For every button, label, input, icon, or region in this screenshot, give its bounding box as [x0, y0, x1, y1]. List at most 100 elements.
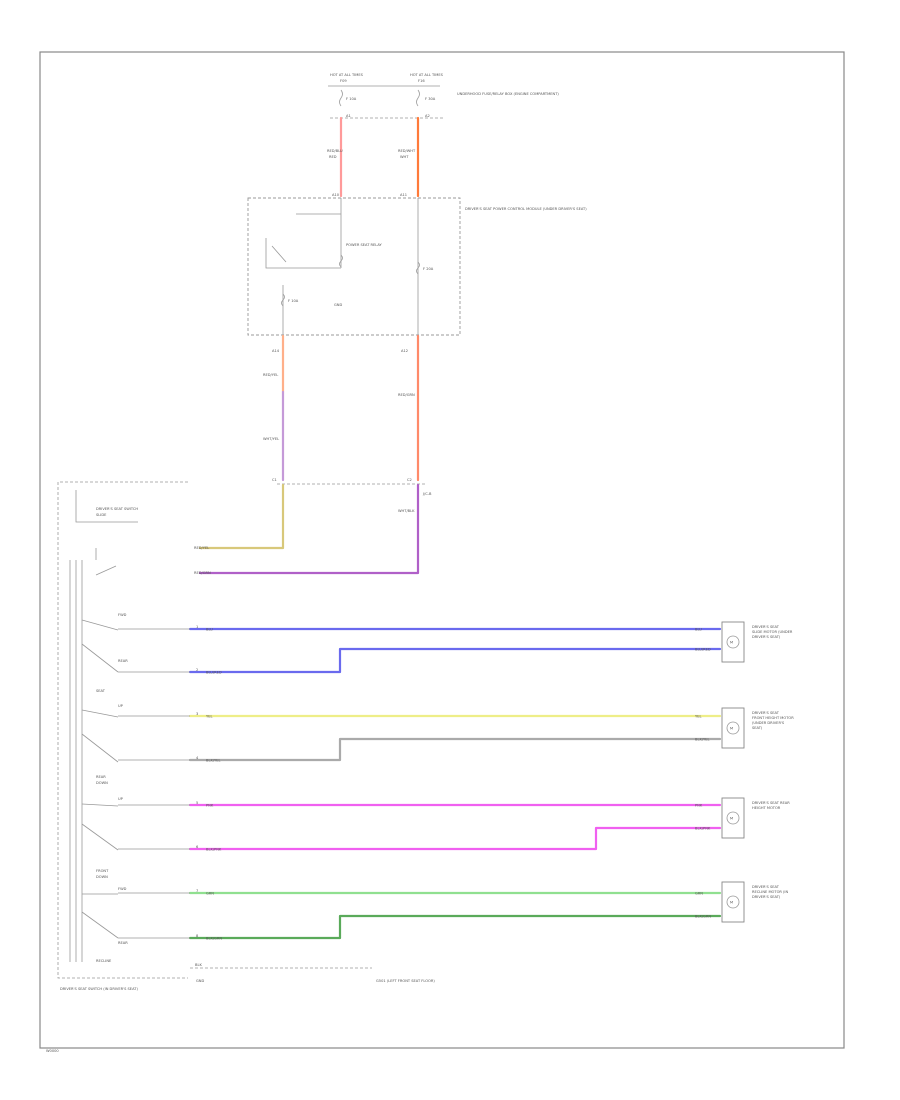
module-fuse-left: F 10A	[288, 299, 299, 303]
module-pin-top-right: A11	[400, 193, 407, 197]
switch-group-2: UP REAR DOWN	[81, 704, 124, 785]
motor-label-line: (UNDER DRIVER'S	[752, 721, 785, 725]
motor-symbol	[726, 721, 740, 735]
connector-b: C2	[407, 478, 412, 482]
motor-symbol	[726, 635, 740, 649]
g1-fwd: FWD	[118, 613, 127, 617]
wire-color-right: PNK	[695, 804, 703, 808]
motor-wire	[188, 914, 722, 940]
motor-pin: M	[730, 901, 733, 905]
wire-a-in-label: RED/YEL	[194, 546, 209, 550]
motor-box	[721, 707, 745, 749]
g4-rear: REAR	[118, 941, 128, 945]
motor-label-line: DRIVER'S SEAT	[752, 625, 780, 629]
wire-color-left: PNK	[206, 804, 214, 808]
wire-power-a-to-switch	[198, 483, 285, 550]
wire-color-left: BLK/YEL	[206, 759, 221, 763]
joint-label: J/C-B	[422, 492, 432, 496]
motor-wire	[188, 826, 722, 851]
wire-pin-left: 7	[196, 889, 198, 893]
motor-box	[721, 881, 745, 923]
fuse-b: HOT AT ALL TIMES F16 F 30A A2	[410, 73, 444, 118]
wire-color-right: BLK/GRN	[695, 915, 711, 919]
module-pin-bottom-right: A12	[401, 349, 408, 353]
g3-up: UP	[118, 797, 124, 801]
motor-label-line: DRIVER'S SEAT)	[752, 635, 781, 639]
motor-label-line: SEAT)	[752, 726, 763, 730]
fuse-a-symbol	[339, 89, 343, 107]
wire-color-left: BLU/RED	[206, 671, 222, 675]
fuse-a-title: HOT AT ALL TIMES	[330, 73, 364, 77]
wire-b-out: RED/GRN	[398, 393, 415, 397]
fuse-a-fuse: F 10A	[346, 97, 357, 101]
fuse-b-symbol	[416, 89, 420, 107]
motor-label-line: DRIVER'S SEAT	[752, 711, 780, 715]
wire-a-color-2: RED	[329, 155, 337, 159]
motor-pin: M	[730, 817, 733, 821]
module-fuse-right: F 20A	[423, 267, 434, 271]
motor-pin: M	[730, 641, 733, 645]
wire-color-right: BLK/PNK	[695, 827, 711, 831]
wire-pin-left: 4	[196, 756, 199, 760]
switch-group-1: FWD REAR SEAT	[81, 613, 128, 693]
wire-a-out: RED/YEL	[263, 373, 278, 377]
motor-label-line: HEIGHT MOTOR	[752, 806, 781, 810]
motor-wire	[188, 737, 722, 762]
fuse-b-fuse: F 30A	[425, 97, 436, 101]
switch-title: DRIVER'S SEAT SWITCH	[96, 507, 138, 511]
motor-label-line: SLIDE MOTOR (UNDER	[752, 630, 793, 634]
mode-a: SEAT	[96, 689, 106, 693]
wire-color-left: GRN	[206, 892, 214, 896]
fuse-b-title: HOT AT ALL TIMES	[410, 73, 444, 77]
footer-code: W0000	[46, 1049, 59, 1053]
ground-wire: BLK	[195, 963, 202, 967]
switch-gnd: GND	[196, 979, 204, 983]
fuse-b-pin: A2	[425, 114, 430, 118]
fuse-a-id: F09	[340, 79, 347, 83]
motor-label-line: DRIVER'S SEAT	[752, 885, 780, 889]
wire-color-left: BLU	[206, 628, 213, 632]
g1-rear: REAR	[118, 659, 128, 663]
wire-color-left: BLK/PNK	[206, 848, 222, 852]
motor-label-line: DRIVER'S SEAT)	[752, 895, 781, 899]
fuse-a: HOT AT ALL TIMES F09 F 10A A1	[328, 73, 440, 118]
module-pin-top-left: A10	[332, 193, 340, 197]
connector-a: C1	[272, 478, 277, 482]
mode-c: FRONT	[96, 869, 109, 873]
g4-fwd: FWD	[118, 887, 127, 891]
wire-power-b-to-switch	[198, 483, 420, 575]
wire-color-left: BLK/GRN	[206, 937, 222, 941]
diagram-frame	[39, 51, 845, 1049]
wire-color-right: YEL	[695, 715, 701, 719]
fuse-b-id: F16	[418, 79, 425, 83]
module-gnd: GND	[334, 303, 342, 307]
motor-box	[721, 621, 745, 663]
switch-group-3: UP FRONT DOWN	[81, 797, 124, 879]
motor-pin: M	[730, 727, 733, 731]
g3-down: DOWN	[96, 875, 108, 879]
motor-label-line: RECLINE MOTOR (IN	[752, 890, 788, 894]
fuse-a-pin: A1	[346, 114, 351, 118]
power-control-module: A10 A11 DRIVER'S SEAT POWER CONTROL MODU…	[247, 193, 587, 353]
mode-d: RECLINE	[96, 959, 112, 963]
relay-label: POWER SEAT RELAY	[346, 243, 383, 247]
motor-symbol	[726, 811, 740, 825]
ground-note: G501 (LEFT FRONT SEAT FLOOR)	[376, 979, 435, 983]
wire-pin-left: 5	[196, 801, 198, 805]
wire-a-color: RED/BLU	[327, 149, 343, 153]
wire-b-in-label: RED/GRN	[194, 571, 211, 575]
wire-pin-left: 6	[196, 845, 199, 849]
motor-label-line: DRIVER'S SEAT REAR	[752, 801, 790, 805]
motor-label-line: FRONT HEIGHT MOTOR	[752, 716, 794, 720]
wire-b-color-2: WHT	[400, 155, 409, 159]
motor-wire	[188, 647, 722, 674]
motor-box	[721, 797, 745, 839]
wire-b-low: WHT/BLK	[398, 509, 415, 513]
wire-a-mid: WHT/YEL	[263, 437, 279, 441]
